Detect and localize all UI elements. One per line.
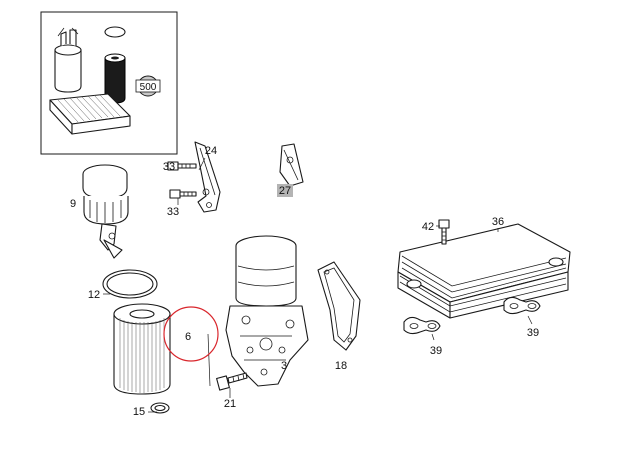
service-kit-inset: 500 [40, 11, 178, 155]
o-ring-12 [102, 269, 158, 299]
part-label-42[interactable]: 42 [422, 221, 434, 233]
part-label-3[interactable]: 3 [281, 360, 287, 372]
kit-badge-label: 500 [140, 82, 157, 93]
part-label-6[interactable]: 6 [185, 331, 191, 343]
gasket-39-right [503, 296, 541, 315]
part-label-21[interactable]: 21 [224, 398, 236, 410]
bolt-33-upper [167, 161, 197, 171]
part-label-9[interactable]: 9 [70, 198, 76, 210]
part-label-39-right[interactable]: 39 [527, 327, 539, 339]
part-label-12[interactable]: 12 [88, 289, 100, 301]
filter-cap-9 [82, 164, 129, 259]
bolt-21 [216, 372, 248, 391]
gasket-39-left [403, 316, 441, 335]
air-filter-drawing [49, 93, 131, 135]
seal-ring-15 [150, 402, 170, 414]
filter-housing-3 [225, 235, 309, 387]
kit-badge: 500 [135, 75, 161, 97]
part-label-33-lower[interactable]: 33 [167, 206, 179, 218]
part-label-36[interactable]: 36 [492, 216, 504, 228]
oil-filter-element-6 [113, 303, 171, 395]
bolt-42 [438, 219, 450, 245]
oil-cooler-36 [397, 223, 571, 319]
bracket-27 [279, 143, 304, 187]
part-label-24[interactable]: 24 [205, 145, 217, 157]
highlight-circle [163, 306, 219, 362]
label-27-badge [277, 184, 293, 197]
leader-lines [103, 157, 533, 413]
part-label-39-left[interactable]: 39 [430, 345, 442, 357]
fuel-filter-drawing [54, 27, 82, 93]
part-label-33-upper[interactable]: 33 [163, 161, 175, 173]
part-label-27[interactable]: 27 [279, 185, 291, 197]
bolt-33-lower [169, 189, 197, 199]
bracket-24 [194, 141, 221, 213]
gasket-18 [317, 261, 361, 351]
part-label-18[interactable]: 18 [335, 360, 347, 372]
part-label-15[interactable]: 15 [133, 406, 145, 418]
